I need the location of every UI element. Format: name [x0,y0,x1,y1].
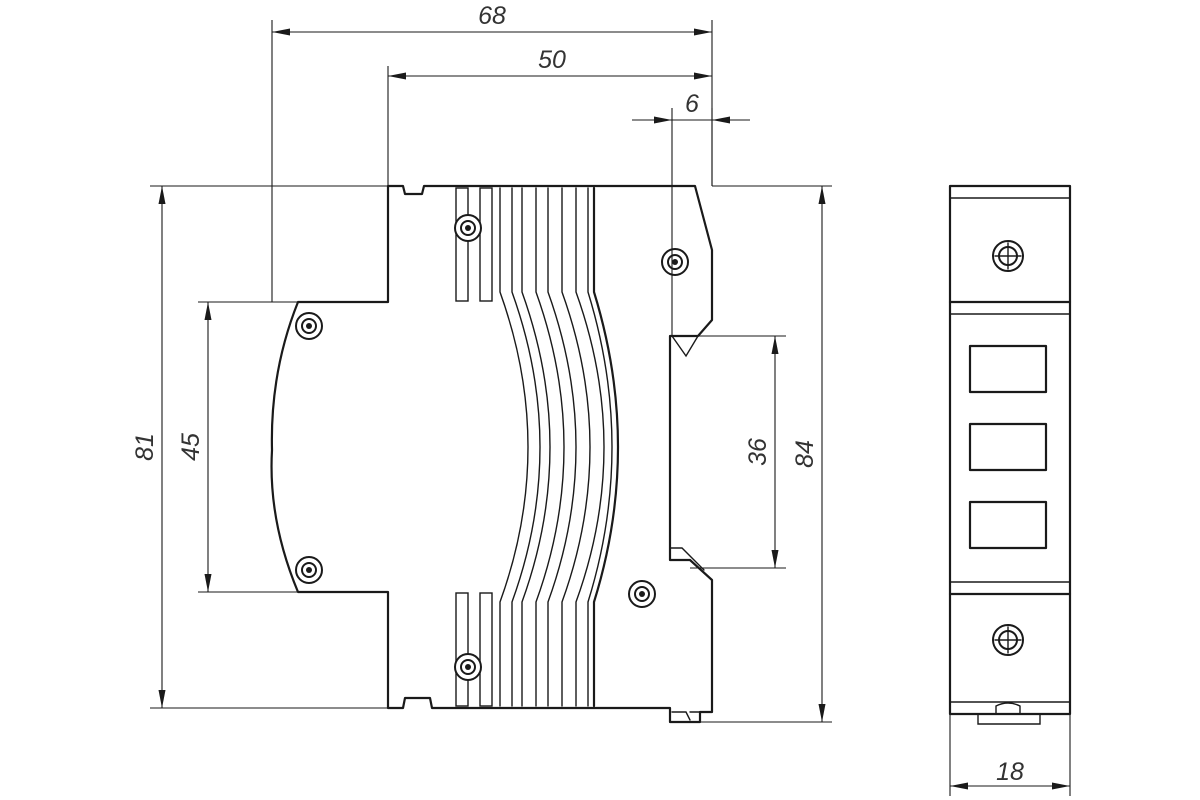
dimension-18: 18 [949,714,1071,796]
dimension-68: 68 [271,2,713,302]
dimension-50: 50 [387,46,712,186]
dimension-81: 81 [131,185,388,709]
dimension-45: 45 [177,301,298,593]
dimension-6-label: 6 [685,90,699,118]
indicator-window-3 [968,500,1048,550]
screw-top-right [661,248,689,276]
dimension-36-label: 36 [744,438,772,466]
dimension-50-label: 50 [538,46,566,74]
screw-bottom-left [454,653,482,681]
dimension-45-label: 45 [177,433,205,461]
terminal-screw-bottom [992,624,1024,656]
curved-ribs [499,186,620,708]
front-view-outline [948,184,1072,716]
terminal-screw-top [992,240,1024,272]
screw-mid-upper [295,312,323,340]
dimension-18-label: 18 [996,758,1024,786]
dimension-84-label: 84 [791,440,819,468]
dimension-36: 36 [690,335,786,569]
dimension-68-label: 68 [478,2,506,30]
indicator-window-1 [968,344,1048,394]
indicator-windows [968,344,1048,550]
side-view [270,184,714,724]
rail-foot [671,711,701,721]
indicator-window-2 [968,422,1048,472]
top-slots [455,187,493,302]
rail-clip-bottom [669,547,705,571]
screw-mid-lower [295,556,323,584]
screw-top-left [454,214,482,242]
front-din-clip [977,702,1041,725]
screw-bottom-right [628,580,656,608]
dimension-6: 6 [632,90,750,336]
dimension-84: 84 [700,185,832,723]
side-view-outline [270,184,714,724]
bottom-slots [455,592,493,707]
rail-clip-top [671,335,699,358]
dimension-81-label: 81 [131,433,159,461]
front-view [948,184,1072,725]
